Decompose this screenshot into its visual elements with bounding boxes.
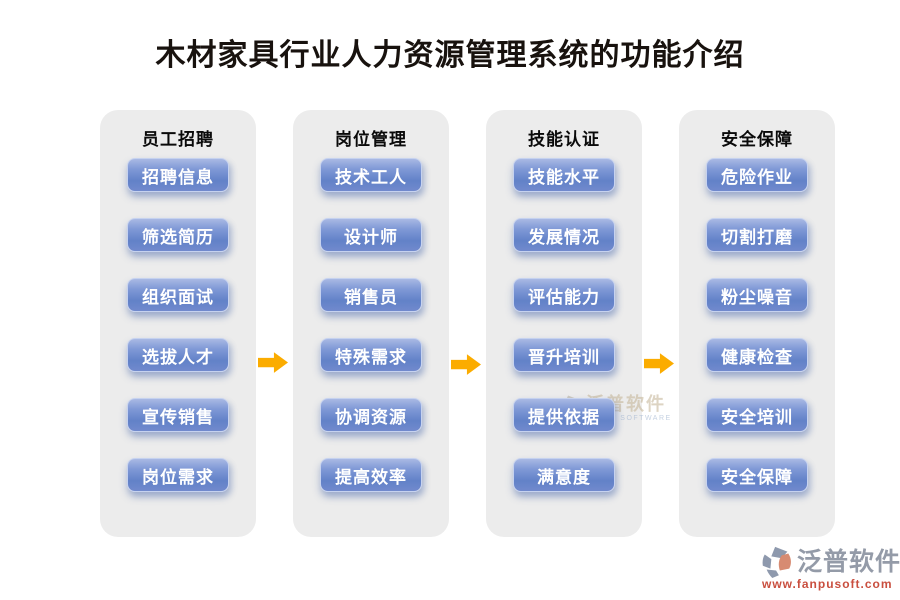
feature-button[interactable]: 特殊需求 [320,338,422,372]
feature-button[interactable]: 提供依据 [513,398,615,432]
columns-row: 员工招聘 招聘信息 筛选简历 组织面试 选拔人才 宣传销售 岗位需求 岗位管理 … [100,110,835,537]
flow-arrow-icon [451,353,481,376]
feature-button[interactable]: 切割打磨 [706,218,808,252]
logo-name: 泛普软件 [797,548,900,576]
flow-arrow-icon [258,351,288,374]
feature-button[interactable]: 销售员 [320,278,422,312]
feature-button[interactable]: 发展情况 [513,218,615,252]
feature-button[interactable]: 筛选简历 [127,218,229,252]
feature-button[interactable]: 岗位需求 [127,458,229,492]
panel-header: 岗位管理 [335,130,407,149]
panel-header: 员工招聘 [142,130,214,149]
feature-button[interactable]: 宣传销售 [127,398,229,432]
feature-button[interactable]: 安全保障 [706,458,808,492]
panel-position-management: 岗位管理 技术工人 设计师 销售员 特殊需求 协调资源 提高效率 [293,110,449,537]
feature-button[interactable]: 满意度 [513,458,615,492]
feature-button[interactable]: 危险作业 [706,158,808,192]
feature-button[interactable]: 技术工人 [320,158,422,192]
panel-header: 技能认证 [528,130,600,149]
panel-skill-certification: 技能认证 技能水平 发展情况 评估能力 晋升培训 提供依据 满意度 [486,110,642,537]
button-list: 技能水平 发展情况 评估能力 晋升培训 提供依据 满意度 [486,158,642,492]
panel-employee-recruitment: 员工招聘 招聘信息 筛选简历 组织面试 选拔人才 宣传销售 岗位需求 [100,110,256,537]
button-list: 危险作业 切割打磨 粉尘噪音 健康检查 安全培训 安全保障 [679,158,835,492]
button-list: 招聘信息 筛选简历 组织面试 选拔人才 宣传销售 岗位需求 [100,158,256,492]
feature-button[interactable]: 晋升培训 [513,338,615,372]
watermark-subtext: FANPU SOFTWARE [586,415,672,422]
flow-arrow-icon [644,352,674,375]
feature-button[interactable]: 选拔人才 [127,338,229,372]
logo-row: 泛普软件 [760,545,900,579]
feature-button[interactable]: 技能水平 [513,158,615,192]
fanpu-logo-icon [760,545,794,579]
panel-safety-assurance: 安全保障 危险作业 切割打磨 粉尘噪音 健康检查 安全培训 安全保障 [679,110,835,537]
page-title: 木材家具行业人力资源管理系统的功能介绍 [155,39,745,72]
feature-button[interactable]: 设计师 [320,218,422,252]
feature-button[interactable]: 协调资源 [320,398,422,432]
feature-button[interactable]: 安全培训 [706,398,808,432]
fanpu-logo: 泛普软件 www.fanpusoft.com [760,545,900,591]
feature-button[interactable]: 提高效率 [320,458,422,492]
logo-url: www.fanpusoft.com [762,577,893,591]
button-list: 技术工人 设计师 销售员 特殊需求 协调资源 提高效率 [293,158,449,492]
feature-button[interactable]: 招聘信息 [127,158,229,192]
panel-header: 安全保障 [721,130,793,149]
feature-button[interactable]: 组织面试 [127,278,229,312]
feature-button[interactable]: 评估能力 [513,278,615,312]
feature-button[interactable]: 健康检查 [706,338,808,372]
feature-button[interactable]: 粉尘噪音 [706,278,808,312]
